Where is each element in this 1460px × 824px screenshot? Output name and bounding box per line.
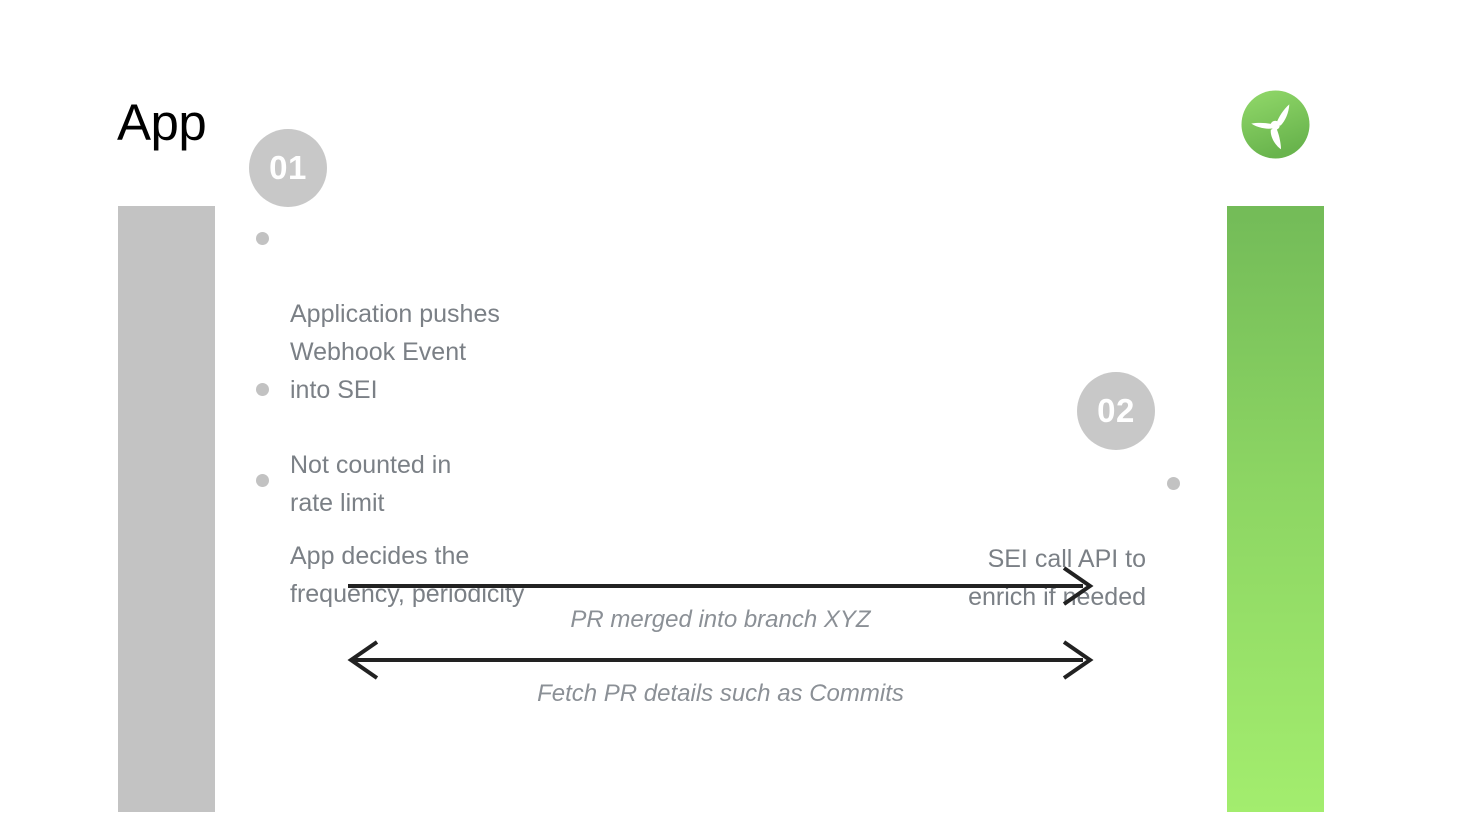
bullet-group-b: Not counted in rate limit: [256, 370, 676, 522]
app-lifeline-bar: [118, 206, 215, 812]
arrow-right-icon: [348, 566, 1094, 606]
arrow-bidirectional-icon: [347, 640, 1094, 680]
bullet-text: Application pushes Webhook Event into SE…: [290, 300, 500, 404]
page-title: App: [117, 94, 207, 151]
message-arrow-2: Fetch PR details such as Commits: [347, 640, 1094, 708]
bullet-group-right: SEI call API to enrich if needed: [760, 464, 1180, 616]
step-badge-01: 01: [249, 129, 327, 207]
bullet-item: Not counted in rate limit: [256, 370, 676, 522]
bullet-dot-icon: [256, 383, 269, 396]
bullet-dot-icon: [256, 474, 269, 487]
bullet-group-a: Application pushes Webhook Event into SE…: [256, 219, 676, 409]
bullet-item: SEI call API to enrich if needed: [760, 464, 1180, 616]
bullet-item: Application pushes Webhook Event into SE…: [256, 219, 676, 409]
message-label: PR merged into branch XYZ: [570, 606, 871, 633]
message-arrow-1: PR merged into branch XYZ: [348, 566, 1094, 634]
step-badge-02: 02: [1077, 372, 1155, 450]
propeller-logo-icon: [1240, 89, 1311, 160]
message-label: Fetch PR details such as Commits: [537, 680, 904, 707]
bullet-dot-icon: [256, 232, 269, 245]
bullet-text: SEI call API to enrich if needed: [968, 545, 1146, 611]
sei-lifeline-bar: [1227, 206, 1324, 812]
bullet-dot-icon: [1167, 477, 1180, 490]
bullet-text: Not counted in rate limit: [290, 451, 452, 517]
